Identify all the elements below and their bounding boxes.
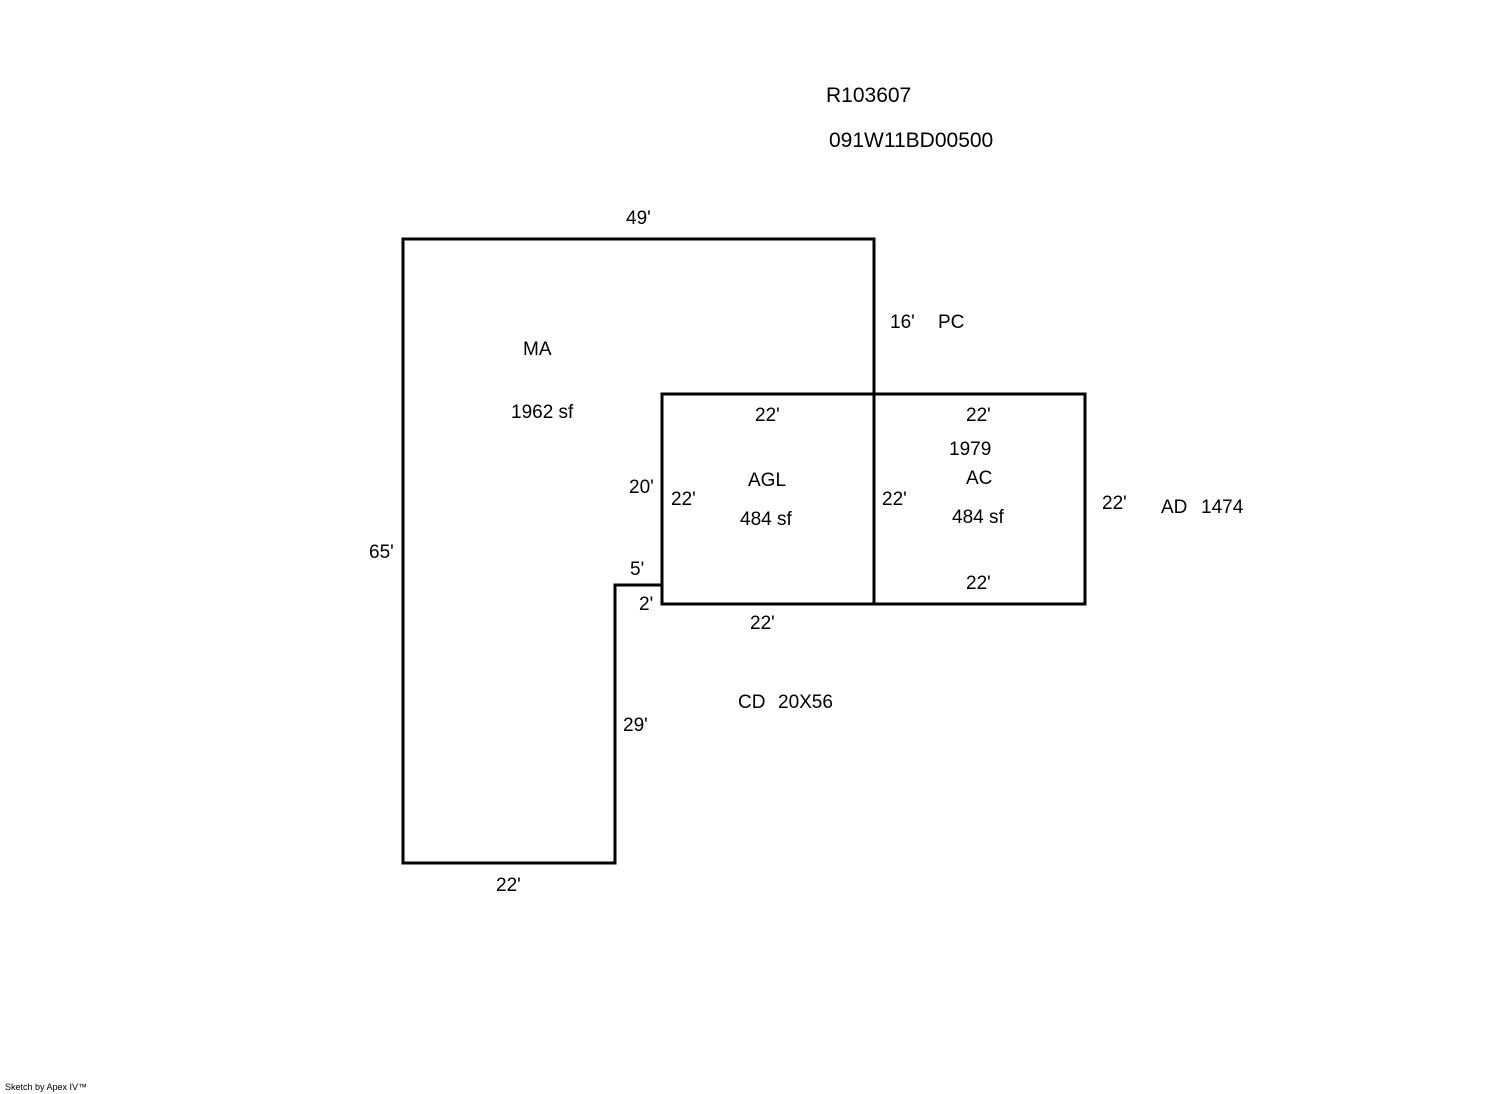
ma-inner-upper-dimension: 20' (629, 477, 654, 498)
ma-notch-horizontal-dimension: 5' (630, 559, 645, 580)
agl-area-code: AGL (748, 470, 787, 491)
ma-left-dimension: 65' (369, 542, 394, 563)
ma-bottom-dimension: 22' (496, 875, 521, 896)
ma-area-size: 1962 sf (511, 402, 574, 423)
cd-area-code: CD (738, 692, 766, 713)
pc-side-dimension: 16' (890, 312, 915, 333)
ma-top-dimension: 49' (626, 208, 651, 229)
map-tax-lot: 091W11BD00500 (829, 129, 994, 152)
ad-area-code: AD (1161, 497, 1188, 518)
cd-area-size: 20X56 (778, 692, 833, 713)
ma-inner-vertical-dimension: 29' (623, 715, 648, 736)
agl-area-size: 484 sf (740, 509, 792, 530)
ma-outline (401, 237, 876, 865)
ma-area-code: MA (523, 339, 552, 360)
ac-top-dimension: 22' (966, 405, 991, 426)
ac-bottom-dimension: 22' (966, 573, 991, 594)
sketch-credit: Sketch by Apex IV™ (5, 1082, 88, 1092)
ac-left-dimension: 22' (882, 489, 907, 510)
pc-area-code: PC (938, 312, 965, 333)
agl-left-dimension: 22' (671, 489, 696, 510)
ma-notch-vertical-dimension: 2' (639, 594, 654, 615)
ac-outline (872, 392, 1087, 606)
ad-area-value: 1474 (1201, 497, 1244, 518)
agl-bottom-dimension: 22' (750, 613, 775, 634)
ac-area-size: 484 sf (952, 507, 1004, 528)
parcel-number: R103607 (826, 84, 912, 107)
agl-top-dimension: 22' (755, 405, 780, 426)
ac-year: 1979 (949, 439, 992, 460)
ac-right-dimension: 22' (1102, 493, 1127, 514)
ac-area-code: AC (966, 468, 993, 489)
